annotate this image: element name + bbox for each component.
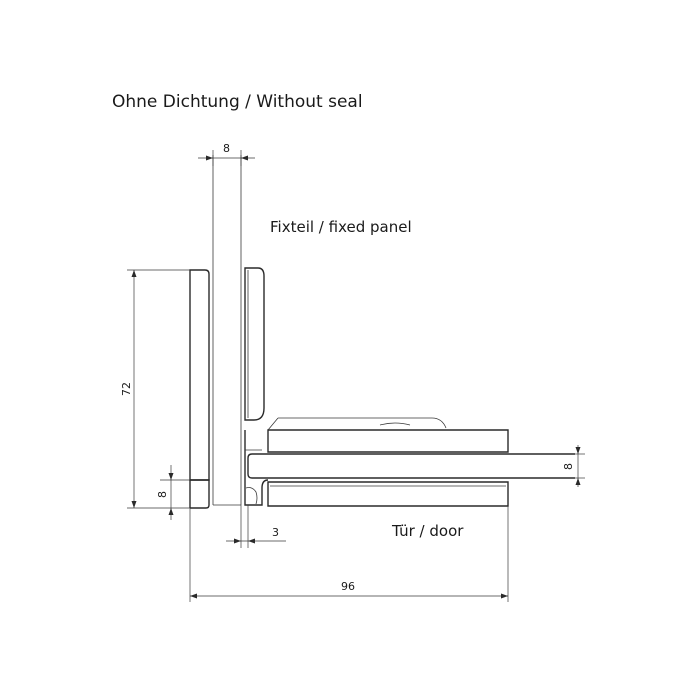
fixed-panel-label: Fixteil / fixed panel	[270, 218, 412, 236]
dim-fitting-height: 72	[120, 269, 190, 509]
door-glass	[247, 453, 575, 479]
right-clamp-plate	[244, 267, 265, 421]
hinge-body	[244, 430, 269, 506]
fixed-panel-glass	[212, 155, 242, 506]
dim-door-glass-thickness: 8	[562, 445, 585, 487]
door-label: Tür / door	[391, 522, 464, 540]
dim-fixed-glass-thickness: 8	[198, 142, 255, 166]
dim-gap: 3	[226, 505, 286, 548]
drawing-title: Ohne Dichtung / Without seal	[112, 92, 363, 112]
door-bottom-clamp	[267, 481, 509, 507]
dim-offset-bottom: 8	[156, 465, 190, 520]
door-top-clamp	[267, 417, 509, 453]
dim-fixed-glass-thickness-label: 8	[223, 142, 230, 155]
dim-overall-width: 96	[189, 506, 509, 602]
dim-offset-bottom-label: 8	[156, 491, 169, 498]
dim-fitting-height-label: 72	[120, 382, 133, 396]
dim-overall-width-label: 96	[341, 580, 355, 593]
dim-gap-label: 3	[272, 526, 279, 539]
left-clamp-plate	[189, 269, 210, 509]
dim-door-glass-thickness-label: 8	[562, 463, 575, 470]
